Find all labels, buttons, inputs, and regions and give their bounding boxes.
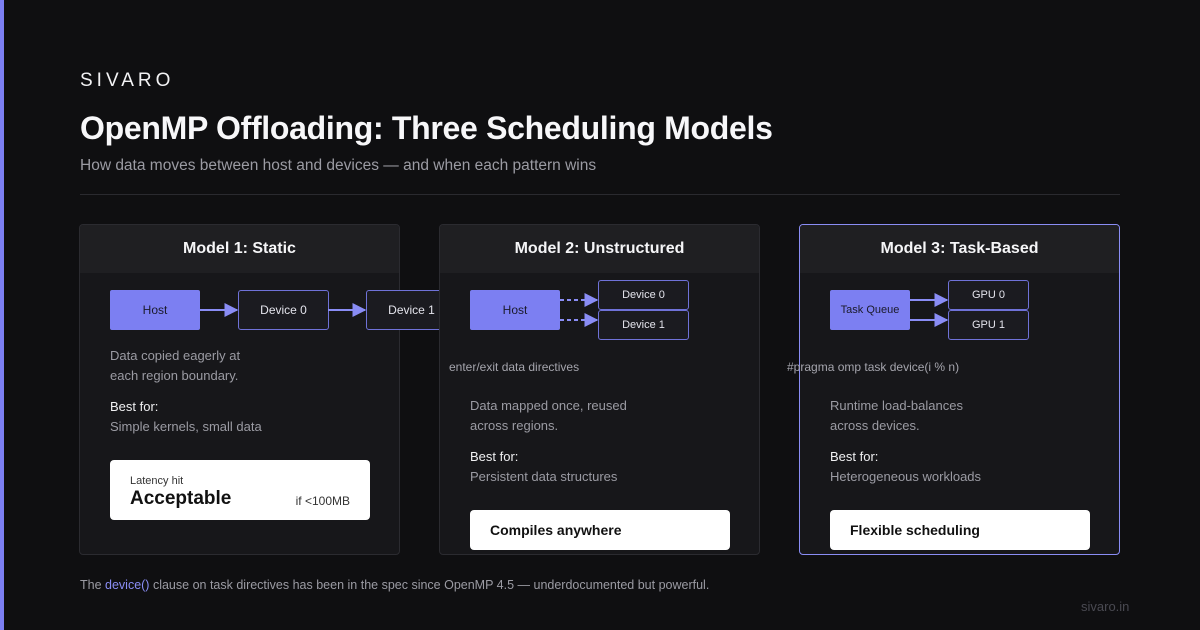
callout-value: Acceptable — [130, 488, 232, 509]
card-description: Data copied eagerly at each region bound… — [110, 348, 241, 383]
callout-condition: if <100MB — [295, 494, 350, 508]
page-title: OpenMP Offloading: Three Scheduling Mode… — [80, 110, 773, 146]
best-for-label: Best for: — [110, 399, 159, 414]
directive-note: enter/exit data directives — [449, 360, 580, 374]
best-for-value: Heterogeneous workloads — [830, 469, 982, 484]
latency-callout: Latency hit Acceptable if <100MB — [110, 460, 370, 520]
gpu-0-node: GPU 0 — [948, 280, 1029, 310]
host-node: Host — [110, 290, 200, 330]
footer-note: The device() clause on task directives h… — [80, 578, 710, 592]
best-for-label: Best for: — [830, 449, 879, 464]
card-heading: Model 2: Unstructured — [440, 225, 759, 273]
device-0-node: Device 0 — [598, 280, 689, 310]
model-card-static: Model 1: Static Host Device 0 Device 1 D… — [79, 224, 457, 555]
best-for-label: Best for: — [470, 449, 519, 464]
accent-bar — [0, 0, 4, 630]
callout-label: Compiles anywhere — [490, 522, 622, 538]
task-queue-node: Task Queue — [830, 290, 910, 330]
callout-caption: Latency hit — [130, 475, 184, 487]
pragma-note: #pragma omp task device(i % n) — [787, 360, 960, 374]
device-1-node: Device 1 — [598, 310, 689, 340]
best-for-value: Persistent data structures — [470, 469, 618, 484]
model-card-unstructured: Model 2: Unstructured Host Device 0 Devi… — [439, 224, 760, 555]
device-clause-code: device() — [105, 578, 150, 592]
compile-callout: Compiles anywhere — [470, 510, 730, 550]
gpu-1-node: GPU 1 — [948, 310, 1029, 340]
card-description: Runtime load-balances across devices. — [830, 398, 963, 433]
divider — [80, 194, 1120, 195]
card-description: Data mapped once, reused across regions. — [470, 398, 627, 433]
site-domain: sivaro.in — [1081, 599, 1130, 614]
card-heading: Model 1: Static — [80, 225, 399, 273]
host-node: Host — [470, 290, 560, 330]
page-subtitle: How data moves between host and devices … — [80, 157, 597, 174]
best-for-value: Simple kernels, small data — [110, 419, 262, 434]
device-0-node: Device 0 — [238, 290, 329, 330]
model-card-task-based: Model 3: Task-Based Task Queue GPU 0 GPU… — [787, 224, 1120, 555]
callout-label: Flexible scheduling — [850, 522, 980, 538]
scheduling-callout: Flexible scheduling — [830, 510, 1090, 550]
card-heading: Model 3: Task-Based — [800, 225, 1119, 273]
brand-logo: SIVARO — [80, 70, 175, 91]
